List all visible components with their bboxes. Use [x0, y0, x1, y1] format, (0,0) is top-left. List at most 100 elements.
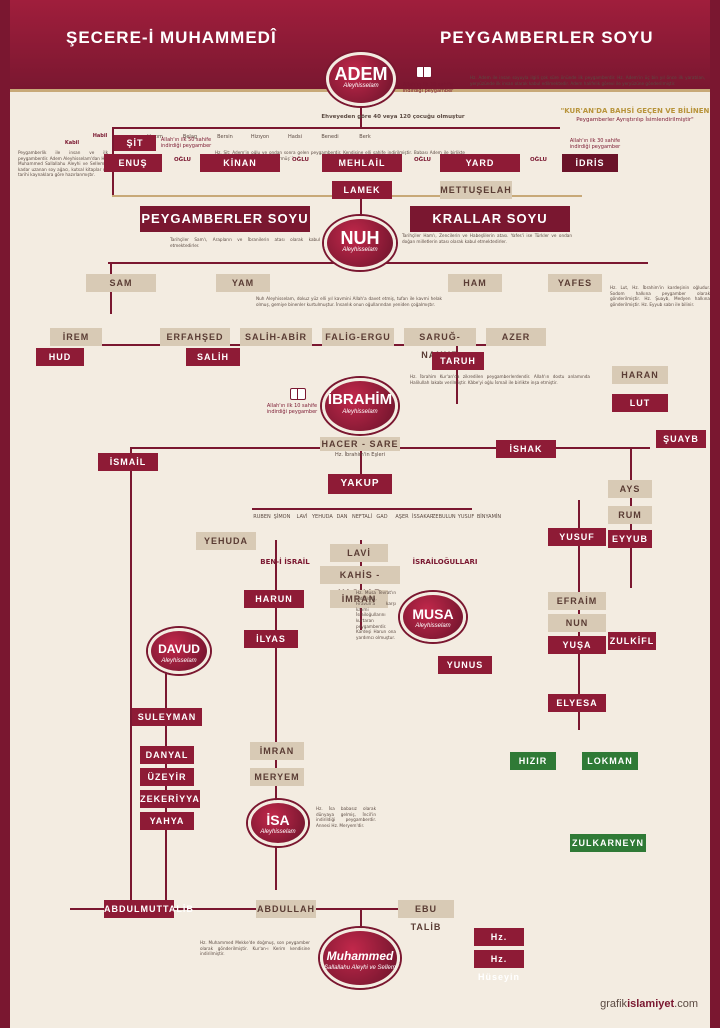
- uzeyir-banner[interactable]: ÜZEYİR: [140, 768, 194, 786]
- lavi-banner[interactable]: LAVİ: [330, 544, 388, 562]
- son-yafes[interactable]: YAFES: [548, 274, 602, 292]
- muhammed-text: Hz. Muhammed Mekke'de doğmuş, son peygam…: [200, 940, 310, 957]
- left-column-text: Peygamberlik ile insan ve ilk peygamberd…: [18, 150, 108, 178]
- elyesa-banner[interactable]: ELYESA: [548, 694, 606, 712]
- child-berk: Berk: [359, 134, 371, 140]
- adem-sub: Aleyhisselam: [343, 83, 379, 89]
- krallar-soyu-banner[interactable]: KRALLAR SOYU: [410, 206, 570, 232]
- line-salih-abir[interactable]: SALİH-ABİR: [240, 328, 312, 346]
- chain-enus[interactable]: ENUŞ: [104, 154, 162, 172]
- haran-banner[interactable]: HARAN: [612, 366, 668, 384]
- adem-quran-note: Allah'ın ilk 10 sahife indirdiği peygamb…: [402, 82, 454, 94]
- son-ham[interactable]: HAM: [448, 274, 502, 292]
- ebu-talib-banner[interactable]: EBU TALİB: [398, 900, 454, 932]
- hud-banner[interactable]: HUD: [36, 348, 84, 366]
- footer-site[interactable]: grafikislamiyet.com: [600, 998, 698, 1010]
- son-yam[interactable]: YAM: [216, 274, 270, 292]
- yusa-banner[interactable]: YUŞA: [548, 636, 606, 654]
- connector: [112, 127, 560, 129]
- right-border: [710, 0, 720, 1028]
- musa-oval[interactable]: MUSA Aleyhisselam: [400, 592, 466, 642]
- imran-banner[interactable]: İMRAN: [330, 590, 388, 608]
- line-sarug-nahur[interactable]: SARUĞ-NAHUR: [404, 328, 476, 360]
- eyyub-name: EYYUB: [611, 534, 648, 544]
- child-kabil: Kabil: [64, 140, 80, 146]
- taruh-banner[interactable]: TARUH: [432, 352, 484, 370]
- kahis-banner[interactable]: KAHİS - YASHAR: [320, 566, 400, 598]
- yehuda-banner[interactable]: YEHUDA: [196, 532, 256, 550]
- huseyin-banner[interactable]: Hz. Hüseyin: [474, 950, 524, 982]
- yakup-son: İSSAKAR: [412, 514, 434, 520]
- yunus-banner[interactable]: YUNUS: [438, 656, 492, 674]
- isa-oval[interactable]: İSA Aleyhisselam: [248, 800, 308, 846]
- nun-banner[interactable]: NUN: [548, 614, 606, 632]
- salih-name: SALİH: [197, 352, 229, 362]
- idris-note: Allah'ın ilk 30 sahife indirdiği peygamb…: [569, 138, 621, 150]
- chain-lamek[interactable]: LAMEK: [332, 181, 392, 199]
- rum-banner[interactable]: RUM: [608, 506, 652, 524]
- lut-name: LUT: [629, 398, 651, 408]
- chain-yard[interactable]: YARD: [440, 154, 520, 172]
- eyyub-banner[interactable]: EYYUB: [608, 530, 652, 548]
- child-habil: Habil: [92, 133, 108, 139]
- child-belag: Belag: [182, 134, 198, 140]
- muhammed-oval[interactable]: Muhammed Sallallahu Aleyhi ve Sellem: [320, 928, 400, 988]
- zulkifl-banner[interactable]: ZULKİFL: [608, 632, 656, 650]
- meryem-banner[interactable]: MERYEM: [250, 768, 304, 786]
- suayb-banner[interactable]: ŞUAYB: [656, 430, 706, 448]
- nuh-name: NUH: [340, 228, 380, 248]
- danyal-banner[interactable]: DANYAL: [140, 746, 194, 764]
- line-erfahsed[interactable]: ERFAHŞED: [160, 328, 230, 346]
- chain-mettuselah[interactable]: METTUŞELAH: [440, 181, 512, 199]
- nuh-oval[interactable]: NUH Aleyhisselam: [324, 216, 396, 270]
- chain-kinan[interactable]: KİNAN: [200, 154, 280, 172]
- yahya-banner[interactable]: YAHYA: [140, 812, 194, 830]
- harun-banner[interactable]: HARUN: [244, 590, 304, 608]
- ilyas-banner[interactable]: İLYAS: [244, 630, 298, 648]
- slogan-main: "KUR'AN'DA BAHSİ GEÇEN VE BİLİNEN: [560, 107, 710, 115]
- abdulmuttalib-banner[interactable]: ABDULMUTTALİB: [104, 900, 193, 918]
- ishak-banner[interactable]: İSHAK: [496, 440, 556, 458]
- hizir-banner[interactable]: HIZIR: [510, 752, 556, 770]
- zulkarneyn-name: ZULKARNEYN: [572, 838, 644, 848]
- hasan-banner[interactable]: Hz. Hasan: [474, 928, 524, 960]
- musa-sub: Aleyhisselam: [415, 623, 451, 629]
- lokman-name: LOKMAN: [587, 756, 633, 766]
- ays-banner[interactable]: AYS: [608, 480, 652, 498]
- suleyman-banner[interactable]: SULEYMAN: [132, 708, 202, 726]
- efraim-banner[interactable]: EFRAİM: [548, 592, 606, 610]
- adem-oval[interactable]: ADEM Aleyhisselam: [326, 52, 396, 106]
- yakup-son: ZEBULUN: [432, 514, 456, 520]
- chain-idris[interactable]: İDRİS: [562, 154, 618, 172]
- imran2-banner[interactable]: İMRAN: [250, 742, 304, 760]
- line-irem[interactable]: İREM: [50, 328, 102, 346]
- connector: [456, 346, 458, 404]
- yusuf-banner[interactable]: YUSUF: [548, 528, 606, 546]
- son-sam[interactable]: SAM: [86, 274, 156, 292]
- abdullah-banner[interactable]: ABDULLAH: [256, 900, 316, 918]
- uzeyir-name: ÜZEYİR: [147, 772, 187, 782]
- ibrahim-oval[interactable]: İBRAHİM Aleyhisselam: [322, 378, 398, 434]
- yakup-banner[interactable]: YAKUP: [328, 474, 392, 494]
- ibrahim-wives[interactable]: HACER - SARE: [320, 437, 400, 451]
- zekeriyya-banner[interactable]: ZEKERİYYA: [140, 790, 200, 808]
- davud-name: DAVUD: [158, 642, 200, 656]
- footer-site-pre: grafik: [600, 998, 628, 1010]
- footer-site-post: .com: [674, 998, 698, 1010]
- isa-text: Hz. İsa babasız olarak dünyaya gelmiş, İ…: [316, 806, 376, 828]
- ismail-banner[interactable]: İSMAİL: [98, 453, 158, 471]
- title-right: PEYGAMBERLER SOYU: [440, 28, 654, 47]
- elyesa-name: ELYESA: [556, 698, 598, 708]
- chain-mehlail[interactable]: MEHLAİL: [322, 154, 402, 172]
- line-falig-ergu[interactable]: FALİG-ERGU: [322, 328, 394, 346]
- salih-banner[interactable]: SALİH: [186, 348, 240, 366]
- zulkarneyn-banner[interactable]: ZULKARNEYN: [570, 834, 646, 852]
- line-azer[interactable]: AZER: [486, 328, 546, 346]
- davud-oval[interactable]: DAVUD Aleyhisselam: [148, 628, 210, 674]
- book-icon: [290, 388, 306, 400]
- lut-banner[interactable]: LUT: [612, 394, 668, 412]
- yakup-son: GAD: [376, 514, 388, 520]
- lokman-banner[interactable]: LOKMAN: [582, 752, 638, 770]
- peygamberler-soyu-banner[interactable]: PEYGAMBERLER SOYU: [140, 206, 310, 232]
- sit-banner[interactable]: ŞİT: [114, 135, 156, 151]
